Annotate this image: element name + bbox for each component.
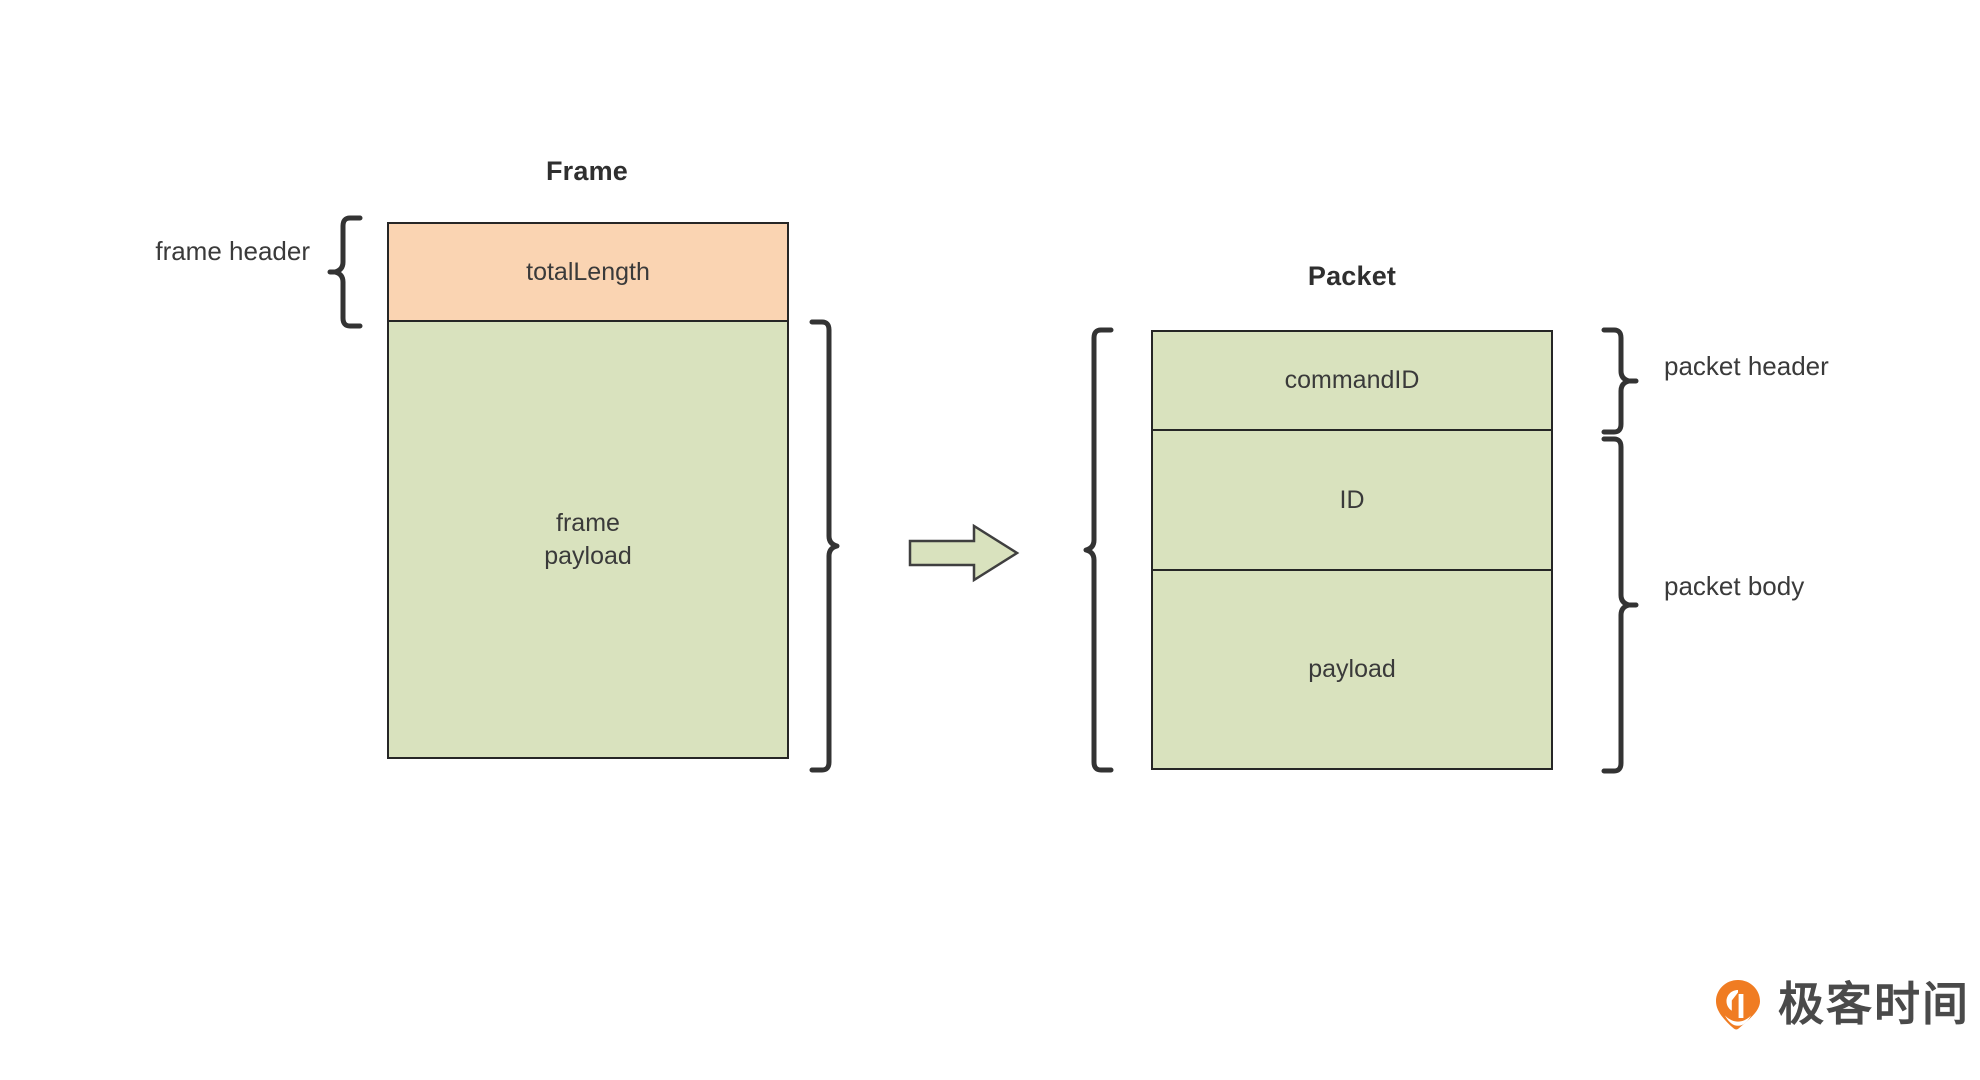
frame-band-payload: frame payload: [389, 322, 787, 757]
packet-band-payload: payload: [1153, 571, 1551, 768]
frame-band-totallength: totalLength: [389, 224, 787, 322]
frame-header-label: frame header: [155, 236, 310, 266]
geektime-logo: 极客时间: [1712, 978, 1970, 1030]
conversion-arrow-icon: [908, 523, 1020, 583]
packet-header-label: packet header: [1664, 351, 1829, 381]
packet-header-brace-icon: [1601, 327, 1639, 435]
frame-title: Frame: [545, 156, 629, 186]
packet-body-brace-icon: [1598, 435, 1634, 775]
packet-band-commandid: commandID: [1153, 332, 1551, 431]
packet-body-label: packet body: [1664, 571, 1805, 601]
packet-left-brace-icon: [1078, 326, 1118, 774]
frame-header-brace-icon: [327, 215, 363, 329]
frame-payload-brace-icon: [805, 318, 845, 774]
packet-band-id: ID: [1153, 431, 1551, 571]
location-pin-icon: [1716, 980, 1760, 1030]
frame-box: totalLength frame payload: [387, 222, 789, 759]
packet-box: commandID ID payload: [1151, 330, 1553, 770]
packet-title: Packet: [1307, 261, 1397, 291]
geektime-logo-text: 极客时间: [1778, 978, 1970, 1030]
